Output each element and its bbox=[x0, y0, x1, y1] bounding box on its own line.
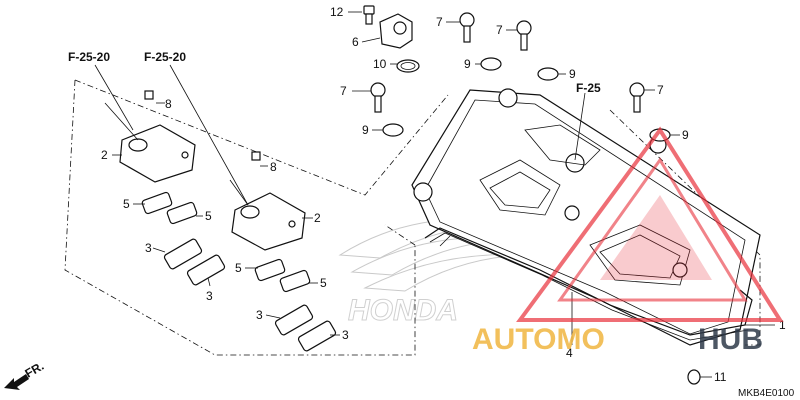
callout-4: 4 bbox=[566, 346, 573, 360]
reed-plates bbox=[141, 191, 337, 352]
callout-3a: 3 bbox=[145, 241, 152, 255]
ref-f-25-20-left: F-25-20 bbox=[68, 50, 110, 64]
ref-f-25-cover: F-25 bbox=[576, 81, 601, 95]
site-watermark: AUTOMO HUB bbox=[472, 126, 784, 356]
watermark-text-left: AUTOMO bbox=[472, 323, 605, 356]
boundary-lines bbox=[64, 79, 761, 356]
callout-3c: 3 bbox=[256, 308, 263, 322]
callout-5c: 5 bbox=[235, 261, 242, 275]
callout-9c: 9 bbox=[362, 123, 369, 137]
callout-10: 10 bbox=[373, 57, 387, 71]
callout-11: 11 bbox=[714, 370, 727, 384]
callout-5a: 5 bbox=[123, 197, 130, 211]
callout-8a: 8 bbox=[165, 97, 172, 111]
callout-9a: 9 bbox=[464, 57, 471, 71]
callout-3b: 3 bbox=[206, 289, 213, 303]
callout-8b: 8 bbox=[270, 160, 277, 174]
callout-2a: 2 bbox=[101, 148, 108, 162]
callout-2b: 2 bbox=[314, 211, 321, 225]
head-cover bbox=[411, 88, 761, 346]
callout-6: 6 bbox=[352, 35, 359, 49]
callout-7d: 7 bbox=[657, 83, 664, 97]
leader-lines bbox=[94, 11, 775, 378]
callout-9b: 9 bbox=[569, 67, 576, 81]
honda-wing-watermark: HONDA bbox=[338, 218, 531, 328]
callout-7c: 7 bbox=[340, 84, 347, 98]
pair-cover-right bbox=[231, 151, 306, 251]
callout-5d: 5 bbox=[320, 276, 327, 290]
callout-7b: 7 bbox=[496, 23, 503, 37]
callout-1: 1 bbox=[779, 318, 786, 332]
diagram-code: MKB4E0100 bbox=[738, 388, 795, 399]
callout-12: 12 bbox=[330, 5, 344, 19]
callout-7a: 7 bbox=[436, 15, 443, 29]
callout-3d: 3 bbox=[342, 328, 349, 342]
front-direction-arrow-icon bbox=[4, 374, 29, 390]
pair-cover-left bbox=[119, 90, 196, 183]
callout-9d: 9 bbox=[682, 128, 689, 142]
callout-5b: 5 bbox=[205, 209, 212, 223]
ref-f-25-20-right: F-25-20 bbox=[144, 50, 186, 64]
breather-assembly bbox=[363, 5, 420, 73]
watermark-text-right: HUB bbox=[698, 323, 763, 356]
honda-watermark-text: HONDA bbox=[348, 294, 458, 327]
